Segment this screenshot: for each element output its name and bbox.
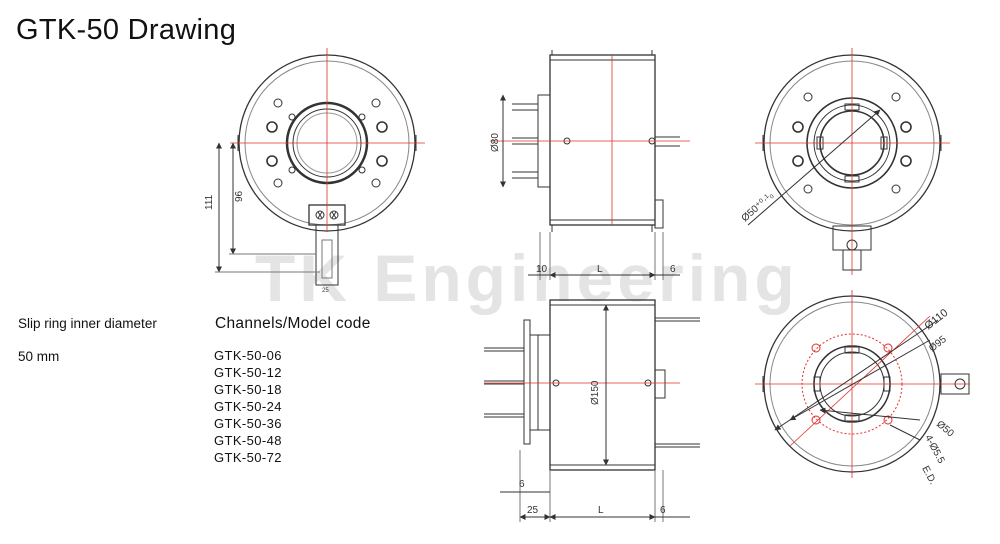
watermark-logo: TK Engineering [255,241,799,315]
model-code-list: GTK-50-06 GTK-50-12 GTK-50-18 GTK-50-24 … [214,347,282,466]
model-code: GTK-50-18 [214,382,282,397]
channels-heading: Channels/Model code [215,315,371,332]
side-view-top [490,50,690,280]
model-code: GTK-50-12 [214,365,282,380]
dim-110: Ø110 [922,307,950,333]
dim-ed: E.D. [919,464,938,486]
dim-111: 111 [204,194,215,210]
model-code: GTK-50-24 [214,399,282,414]
dim-150: Ø150 [590,380,601,405]
dim-4-5-5: 4-Ø5.5 [922,433,946,466]
inner-diameter-label: Slip ring inner diameter [18,316,157,331]
model-code: GTK-50-48 [214,433,282,448]
model-code: GTK-50-72 [214,450,282,465]
dim-95: Ø95 [927,334,949,355]
rear-view [747,48,950,275]
inner-diameter-value: 50 mm [18,349,60,364]
dim-10: 10 [536,264,548,275]
bolt-holes [266,98,388,188]
page-title: GTK-50 Drawing [16,14,237,46]
dim-80: Ø80 [490,133,501,152]
dim-6-right: 6 [660,505,666,516]
centerlines [230,48,425,232]
model-code: GTK-50-36 [214,416,282,431]
dim-6-top: 6 [670,264,676,275]
dim-25-small: 25 [322,288,329,294]
dim-6-bottom: 6 [519,479,525,490]
side-view-bottom [484,299,700,522]
dim-50-tolerance: Ø50⁺⁰·¹₀ [740,190,776,224]
dim-96: 96 [234,190,245,202]
model-code: GTK-50-06 [214,348,282,363]
flange-view [755,290,970,478]
dim-l-top: L [597,264,603,275]
dim-25: 25 [527,505,539,516]
dim-l-bottom: L [598,505,604,516]
front-view [215,48,425,286]
dim-50: Ø50 [934,419,956,440]
